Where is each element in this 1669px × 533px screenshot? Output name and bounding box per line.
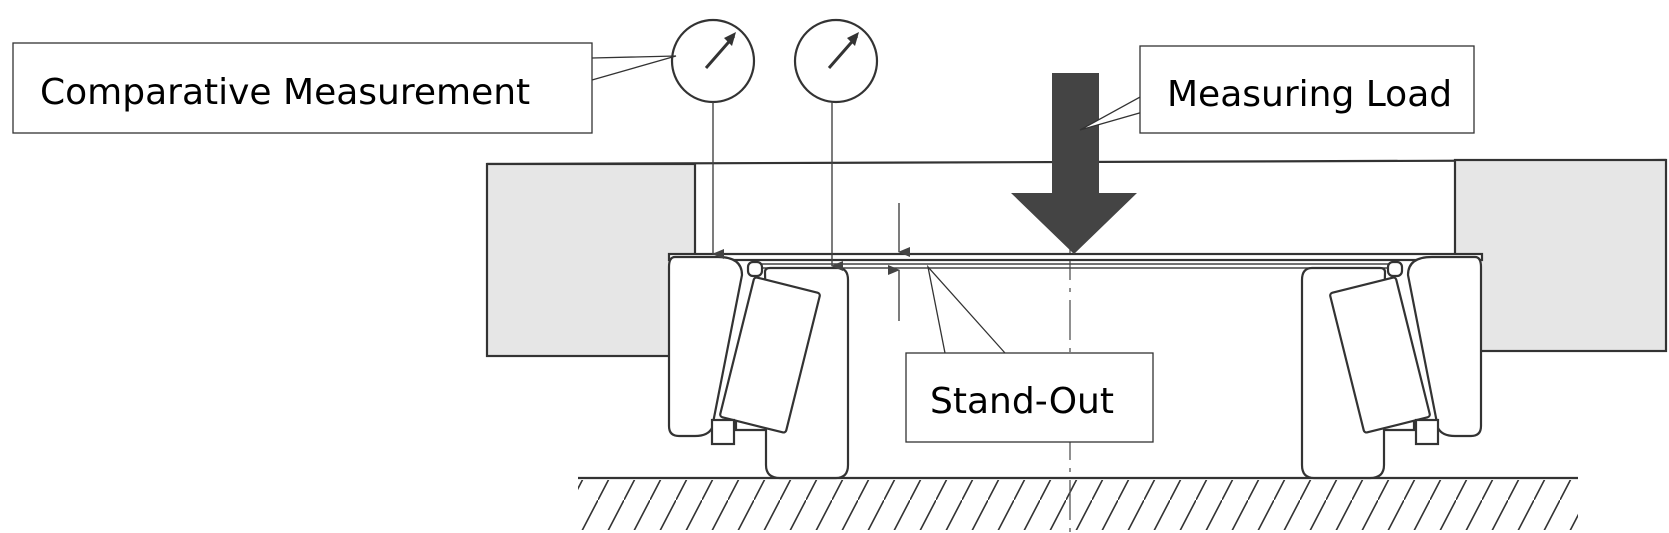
roller	[719, 276, 821, 434]
callout-stand-out: Stand-Out	[905, 264, 1154, 443]
callout-measuring-load: Measuring Load	[1079, 45, 1475, 134]
measuring-load-arrow-icon	[1011, 73, 1137, 254]
outer-cup	[667, 255, 744, 438]
right-bearing	[1300, 255, 1483, 480]
right-housing-block	[1453, 158, 1668, 353]
measuring-load-label: Measuring Load	[1167, 74, 1452, 115]
ground-hatching	[578, 476, 1578, 530]
top-plate	[667, 252, 1484, 269]
left-housing-block	[485, 162, 697, 358]
stand-out-label: Stand-Out	[930, 381, 1114, 422]
dial-gauge-1	[670, 18, 756, 259]
comparative-measurement-label: Comparative Measurement	[40, 72, 530, 113]
left-bearing	[667, 255, 850, 480]
housing	[485, 158, 1668, 358]
dial-gauge-2	[793, 18, 879, 271]
callout-comparative-measurement: Comparative Measurement	[12, 42, 677, 134]
